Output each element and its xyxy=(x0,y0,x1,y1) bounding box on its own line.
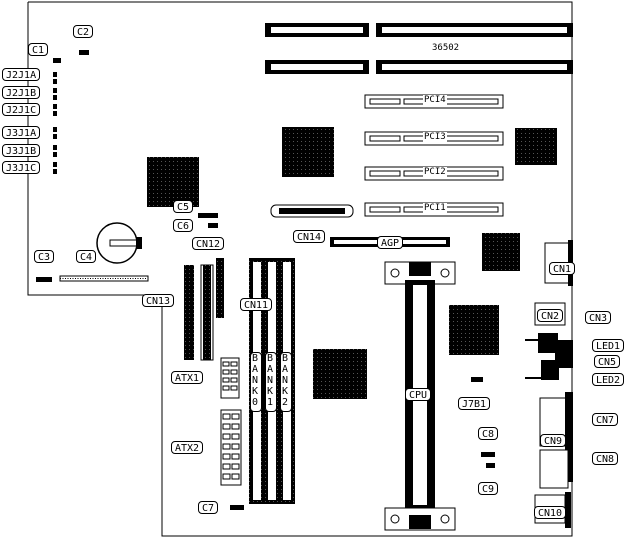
pci-slots xyxy=(364,94,504,217)
cn10-label: CN10 xyxy=(534,506,567,519)
rear-io xyxy=(525,240,573,528)
c9-label: C9 xyxy=(478,482,499,495)
cn13-label: CN13 xyxy=(142,294,175,307)
battery xyxy=(96,222,142,264)
cn3-label: CN3 xyxy=(585,311,612,324)
c3-label: C3 xyxy=(34,250,55,263)
cn5-label: CN5 xyxy=(594,355,621,368)
cpu-slot xyxy=(384,261,456,531)
cn12-cn13-headers xyxy=(184,258,224,361)
board-id: 36502 xyxy=(432,43,460,53)
isa-slots xyxy=(265,23,573,74)
left-jumpers xyxy=(36,50,495,510)
atx-connectors xyxy=(220,357,242,486)
atx2-label: ATX2 xyxy=(171,441,204,454)
pci3-label: PCI3 xyxy=(423,132,447,142)
cn7-label: CN7 xyxy=(592,413,619,426)
c7-label: C7 xyxy=(198,501,219,514)
cpu-label: CPU xyxy=(405,388,432,401)
cn8-label: CN8 xyxy=(592,452,619,465)
c1-label: C1 xyxy=(28,43,49,56)
j2j1a-label: J2J1A xyxy=(2,68,41,81)
bank2-label: BANK2 xyxy=(280,352,292,412)
c5-label: C5 xyxy=(173,200,194,213)
pci4-label: PCI4 xyxy=(423,95,447,105)
j3j1c-label: J3J1C xyxy=(2,161,41,174)
atx1-label: ATX1 xyxy=(171,371,204,384)
cn2-label: CN2 xyxy=(537,309,564,322)
j2j1b-label: J2J1B xyxy=(2,86,41,99)
cn12-label: CN12 xyxy=(192,237,225,250)
chips xyxy=(147,127,557,399)
c8-label: C8 xyxy=(478,427,499,440)
c4-label: C4 xyxy=(76,250,97,263)
cn14-label: CN14 xyxy=(293,230,326,243)
j7b1-label: J7B1 xyxy=(458,397,491,410)
pci2-label: PCI2 xyxy=(423,167,447,177)
cn1-label: CN1 xyxy=(549,262,576,275)
led1-label: LED1 xyxy=(592,339,625,352)
cn14-connector xyxy=(270,204,354,218)
led2-label: LED2 xyxy=(592,373,625,386)
pci1-label: PCI1 xyxy=(423,203,447,213)
cn11-label: CN11 xyxy=(240,298,273,311)
cn9-label: CN9 xyxy=(540,434,567,447)
c6-label: C6 xyxy=(173,219,194,232)
agp-label: AGP xyxy=(377,236,404,249)
bank0-label: BANK0 xyxy=(250,352,262,412)
bank1-label: BANK1 xyxy=(265,352,277,412)
c2-label: C2 xyxy=(73,25,94,38)
j3j1b-label: J3J1B xyxy=(2,144,41,157)
board-outline xyxy=(27,1,573,537)
j2j1c-label: J2J1C xyxy=(2,103,41,116)
j3j1a-label: J3J1A xyxy=(2,126,41,139)
header-strip xyxy=(59,275,149,282)
